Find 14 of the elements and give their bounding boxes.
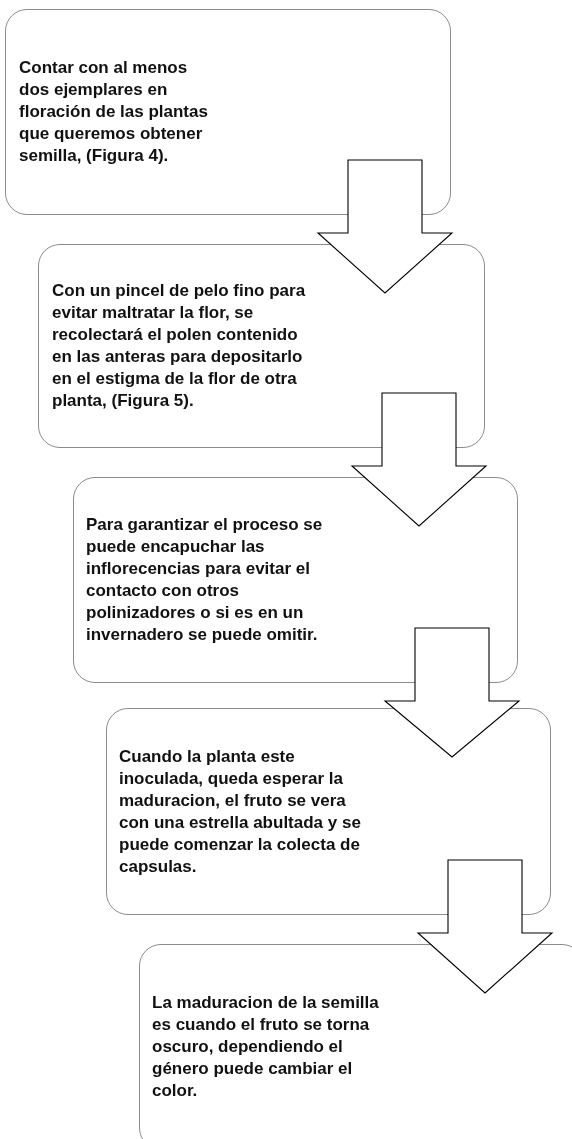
block-arrow [316,159,454,294]
step-text: Con un pincel de pelo fino para evitar maltratar la flor, se recolectará el polen contenido en las anteras para depositarlo en el estigma de la flor de otra planta, (Figura 5). [52,280,307,412]
process-box [73,477,518,683]
process-box [139,944,572,1139]
step-text: Cuando la planta este inoculada, queda esperar la maduracion, el fruto se vera con una estrella abultada y se puede comenzar la colecta de capsulas. [119,745,362,878]
block-arrow [350,392,488,527]
process-box [106,708,551,915]
process-box [38,244,485,448]
step-text: Contar con al menos dos ejemplares en floración de las plantas que queremos obtener semilla, (Figura 4). [19,57,209,167]
block-arrow [416,859,554,994]
step-text: Para garantizar el proceso se puede encapuchar las inflorecencias para evitar el contacto con otros polinizadores o si es en un invernadero se puede omitir. [86,514,324,646]
step-text: La maduracion de la semilla es cuando el fruto se torna oscuro, dependiendo el género puede cambiar el color. [152,992,380,1102]
block-arrow [383,627,521,758]
process-box [5,9,451,215]
